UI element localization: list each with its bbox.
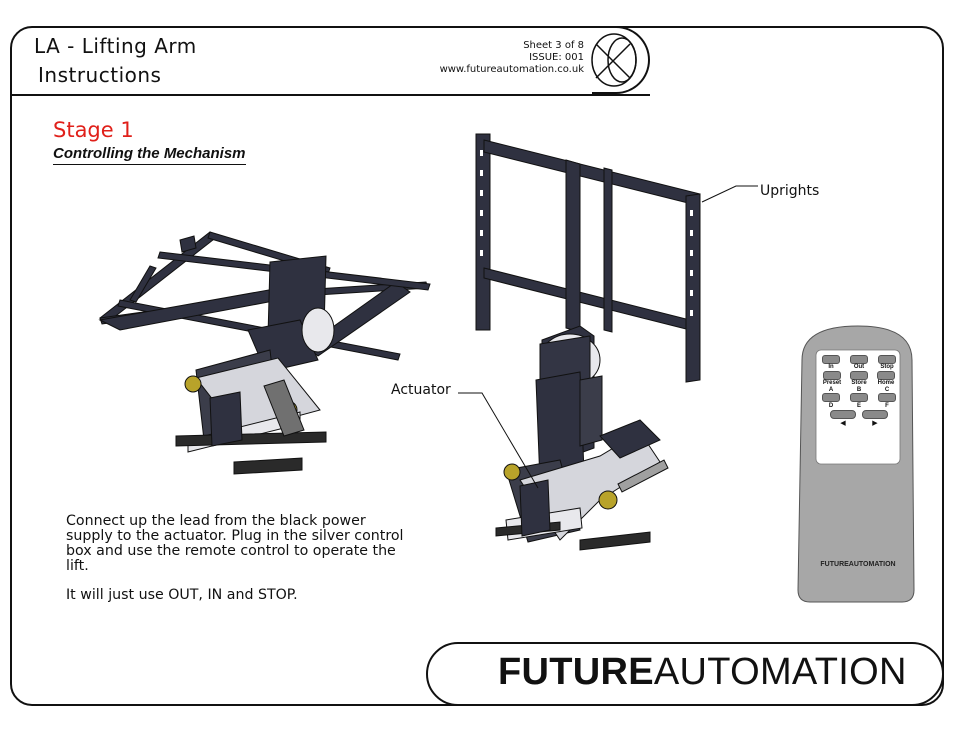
remote-row-3: A B C [818, 387, 900, 402]
document-title: LA - Lifting Arm [34, 34, 197, 58]
remote-row-4: D E F [818, 403, 900, 409]
footer-brand-name: FUTUREAUTOMATION [498, 651, 907, 694]
remote-row-1: In Out Stop [818, 355, 900, 370]
remote-right-arrow-icon: ▶ [862, 410, 888, 427]
callout-leaders [458, 185, 758, 489]
lifting-arm-folded-drawing [98, 231, 431, 475]
remote-c-label: C [884, 387, 890, 393]
issue-number: ISSUE: 001 [529, 52, 584, 63]
section-subtitle: Controlling the Mechanism [53, 145, 246, 165]
remote-b-button: B [848, 387, 870, 402]
remote-stop-label: Stop [880, 364, 894, 370]
instructions-paragraph-2: It will just use OUT, IN and STOP. [66, 587, 298, 603]
remote-f-label: F [885, 403, 889, 409]
remote-c-button: C [876, 387, 898, 402]
sheet-info: Sheet 3 of 8 ISSUE: 001 www.futureautoma… [440, 40, 584, 76]
remote-d-label: D [828, 403, 834, 409]
actuator-callout: Actuator [391, 382, 451, 398]
remote-keypad: In Out Stop Preset Store Home A B [818, 355, 900, 427]
instructions-paragraph-1: Connect up the lead from the black power… [66, 513, 404, 574]
remote-preset-label: Preset [822, 380, 842, 386]
remote-b-label: B [856, 387, 862, 393]
lifting-arm-upright-drawing [475, 133, 701, 551]
remote-preset-button: Preset [820, 371, 844, 386]
header-logo [591, 33, 637, 87]
remote-out-label: Out [853, 364, 865, 370]
uprights-callout: Uprights [760, 183, 820, 199]
instructions-text: Connect up the lead from the black power… [66, 514, 406, 617]
remote-in-button: In [820, 355, 842, 370]
remote-arrow-row: ◀ ▶ [818, 410, 900, 427]
remote-a-label: A [828, 387, 834, 393]
footer-brand-box [426, 642, 944, 706]
website-url: www.futureautomation.co.uk [439, 64, 584, 75]
sheet-number: Sheet 3 of 8 [523, 40, 584, 51]
remote-e-label: E [856, 403, 861, 409]
remote-home-label: Home [877, 380, 895, 386]
remote-out-button: Out [848, 355, 870, 370]
remote-store-button: Store [847, 371, 871, 386]
remote-left-arrow-icon: ◀ [830, 410, 856, 427]
remote-stop-button: Stop [876, 355, 898, 370]
header-cap [592, 26, 650, 94]
remote-a-button: A [820, 387, 842, 402]
header-divider [10, 94, 650, 96]
remote-home-button: Home [874, 371, 898, 386]
stage-title: Stage 1 [53, 118, 134, 142]
footer-brand-bold: FUTURE [498, 651, 654, 693]
document-subtitle: Instructions [38, 63, 162, 87]
remote-brand-label: FUTUREAUTOMATION [820, 561, 896, 568]
remote-in-label: In [828, 364, 834, 370]
remote-row-2: Preset Store Home [818, 371, 900, 386]
footer-brand-regular: AUTOMATION [653, 651, 907, 693]
remote-store-label: Store [851, 380, 867, 386]
